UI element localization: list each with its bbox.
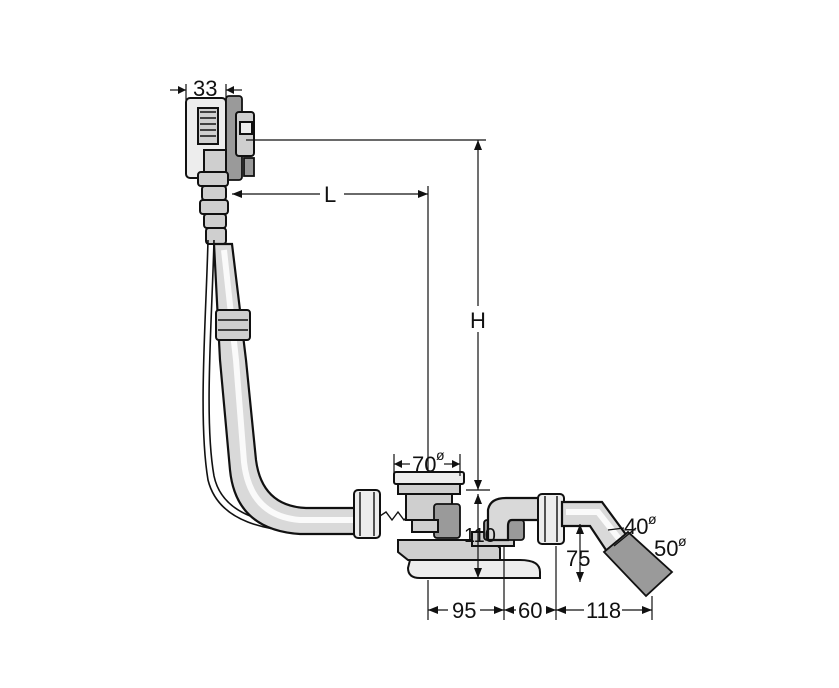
outlet-end-cap: [602, 530, 674, 598]
dim-label-40: 40: [624, 514, 648, 539]
dim-label-75: 75: [566, 546, 590, 571]
dim-trap-depth: 75: [566, 524, 590, 582]
dim-label-118: 118: [586, 598, 621, 623]
pipe-nut-right: [537, 493, 565, 545]
pipe-coupling: [215, 309, 251, 341]
overflow-pipe: [212, 242, 364, 536]
dim-label-60: 60: [518, 598, 542, 623]
dim-outlet-diameters: 40 ø 50 ø: [607, 511, 687, 561]
dim-length: L: [232, 182, 429, 470]
dim-drain-height: 110: [464, 494, 496, 579]
dim-overflow-width: 33: [170, 76, 242, 101]
drain-body: [393, 471, 541, 579]
dim-diameter-symbol-70: ø: [436, 447, 445, 463]
cable-connector: [197, 171, 229, 245]
dim-label-L: L: [324, 182, 336, 207]
dim-label-95: 95: [452, 598, 476, 623]
dim-label-50: 50: [654, 536, 678, 561]
overflow-head: [185, 95, 255, 181]
dim-height: H: [246, 139, 490, 491]
dim-drain-diameter: 70 ø: [393, 447, 461, 477]
pipe-nut-left: [353, 489, 411, 539]
dim-label-33: 33: [193, 76, 217, 101]
dim-label-110: 110: [464, 525, 496, 547]
dim-label-H: H: [470, 308, 486, 333]
dim-bottom-offsets: 95 60 118: [427, 546, 653, 623]
dim-label-70: 70: [412, 452, 436, 477]
dim-diameter-symbol-50: ø: [678, 533, 687, 549]
trap-outlet-pipe: [486, 493, 674, 598]
dim-diameter-symbol-40: ø: [648, 511, 657, 527]
